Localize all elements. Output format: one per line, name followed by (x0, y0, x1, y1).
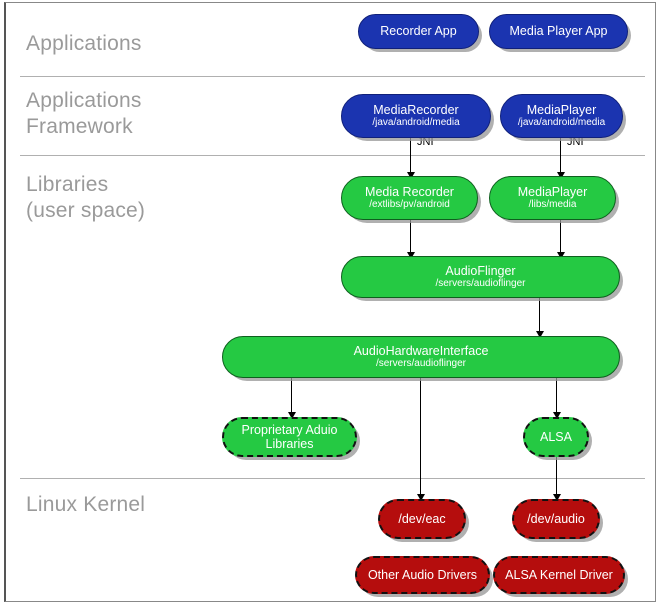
connector-ahi-to-proprietary-audio-libraries (291, 376, 292, 418)
diagram-frame (4, 2, 656, 602)
node-mediaplayer-framework-subtitle: /java/android/media (517, 117, 606, 129)
node-dev-audio[interactable]: /dev/audio (512, 499, 600, 539)
node-dev-audio-title: /dev/audio (527, 511, 585, 526)
divider-framework (20, 155, 645, 156)
connector-mediarecorder-to-media-recorder (410, 138, 411, 178)
node-mediarecorder-framework-title: MediaRecorder (373, 103, 459, 118)
connector-media-recorder-to-audioflinger (410, 220, 411, 258)
node-audioflinger-title: AudioFlinger (445, 264, 516, 279)
node-media-recorder-library-subtitle: /extlibs/pv/android (369, 199, 450, 211)
node-other-audio-drivers-title: Other Audio Drivers (367, 567, 478, 582)
node-proprietary-audio-libraries-title: Proprietary Aduio (241, 422, 338, 437)
node-proprietary-audio-libraries-subtitle: Libraries (265, 437, 314, 451)
connector-ahi-to-alsa (556, 376, 557, 418)
node-mediaplayer-library-title: MediaPlayer (517, 185, 588, 200)
arrowhead-mediaplayer-lib (557, 172, 565, 179)
layer-label-libraries: Libraries (user space) (26, 173, 146, 222)
node-alsa-title: ALSA (540, 429, 572, 444)
node-recorder-app-title: Recorder App (380, 24, 457, 39)
node-media-player-app[interactable]: Media Player App (489, 14, 628, 49)
connector-audioflinger-to-audiohardwareinterface (539, 297, 540, 337)
connector-alsa-to-dev-audio (556, 456, 557, 500)
divider-applications (20, 76, 645, 77)
arrowhead-proprietary-audio-libraries (288, 412, 296, 419)
node-media-player-app-title: Media Player App (509, 24, 608, 39)
arrowhead-audiohardwareinterface (536, 331, 544, 338)
edge-label-jni-left: JNI (417, 136, 434, 148)
arrowhead-audioflinger-left (407, 252, 415, 259)
node-alsa-kernel-driver[interactable]: ALSA Kernel Driver (493, 556, 625, 594)
connector-ahi-to-dev-eac (420, 376, 421, 500)
node-alsa-kernel-driver-title: ALSA Kernel Driver (505, 567, 613, 582)
node-mediarecorder-framework[interactable]: MediaRecorder /java/android/media (341, 94, 491, 138)
edge-label-jni-right: JNI (567, 136, 584, 148)
node-mediaplayer-library-subtitle: /libs/media (528, 199, 577, 211)
layer-label-linux-kernel: Linux Kernel (26, 493, 146, 516)
node-media-recorder-library-title: Media Recorder (365, 185, 454, 200)
node-mediarecorder-framework-subtitle: /java/android/media (372, 117, 460, 129)
node-audiohardwareinterface-subtitle: /servers/audioflinger (375, 358, 467, 370)
node-recorder-app[interactable]: Recorder App (358, 14, 479, 49)
node-mediaplayer-library[interactable]: MediaPlayer /libs/media (489, 176, 616, 220)
node-audioflinger[interactable]: AudioFlinger /servers/audioflinger (341, 256, 620, 298)
node-mediaplayer-framework-title: MediaPlayer (526, 103, 597, 118)
arrowhead-media-recorder-lib (407, 172, 415, 179)
node-audiohardwareinterface-title: AudioHardwareInterface (353, 344, 489, 359)
node-dev-eac[interactable]: /dev/eac (378, 499, 466, 539)
node-proprietary-audio-libraries[interactable]: Proprietary Aduio Libraries (222, 417, 357, 457)
node-audiohardwareinterface[interactable]: AudioHardwareInterface /servers/audiofli… (222, 336, 620, 378)
divider-libraries (20, 478, 645, 479)
connector-mediaplayer-lib-to-audioflinger (560, 220, 561, 258)
node-media-recorder-library[interactable]: Media Recorder /extlibs/pv/android (341, 176, 478, 220)
layer-label-applications-framework: Applications Framework (26, 89, 142, 138)
node-audioflinger-subtitle: /servers/audioflinger (435, 278, 526, 290)
arrowhead-audioflinger-right (557, 252, 565, 259)
connector-mediaplayer-to-mediaplayer-lib (560, 138, 561, 178)
arrowhead-dev-audio (553, 494, 561, 501)
node-other-audio-drivers[interactable]: Other Audio Drivers (355, 556, 490, 594)
layer-label-applications: Applications (26, 32, 142, 55)
node-alsa[interactable]: ALSA (523, 417, 589, 457)
node-mediaplayer-framework[interactable]: MediaPlayer /java/android/media (500, 94, 623, 138)
arrowhead-alsa (553, 412, 561, 419)
arrowhead-dev-eac (417, 494, 425, 501)
node-dev-eac-title: /dev/eac (398, 511, 446, 526)
